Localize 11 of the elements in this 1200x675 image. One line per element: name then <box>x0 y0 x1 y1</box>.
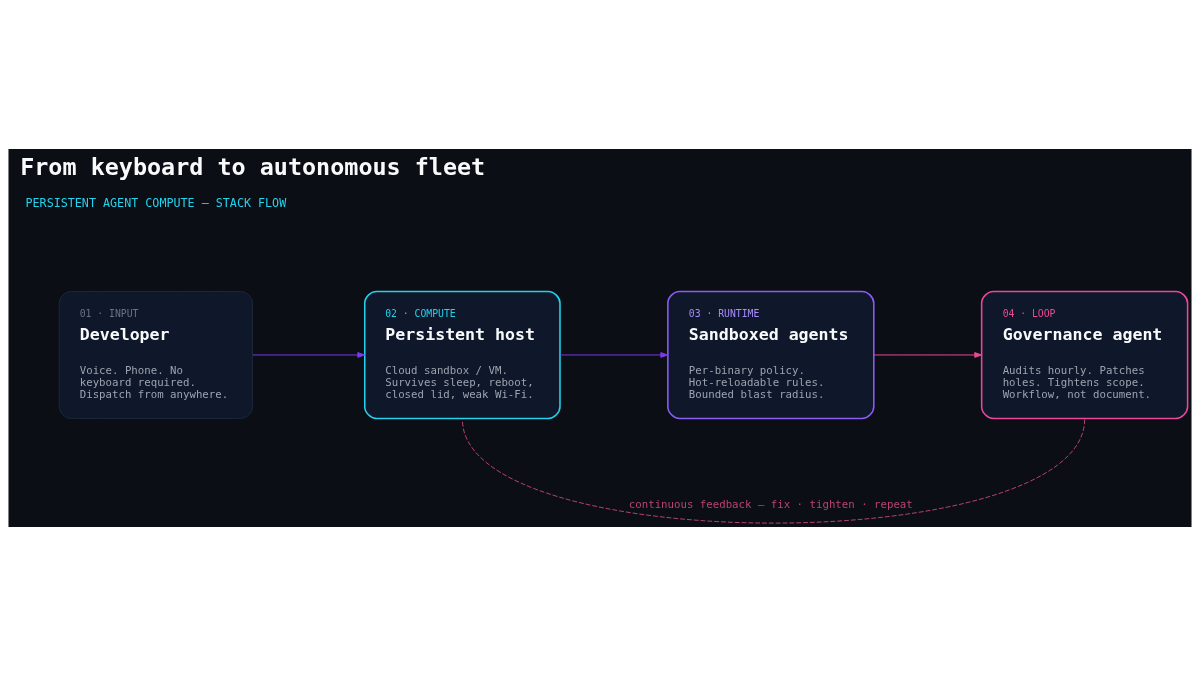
arrow <box>252 351 366 358</box>
node-box: 02 · COMPUTE Persistent host Cloud sandbox / VM. Survives sleep, reboot, closed lid, weak Wi-Fi. <box>364 290 561 419</box>
diagram-title: From keyboard to autonomous fleet <box>20 152 486 181</box>
arrow <box>873 351 983 358</box>
label: PERSISTENT AGENT COMPUTE — STACK FLOW <box>25 195 287 210</box>
node-box: 04 · LOOP Governance agent Audits hourly. Patches holes. Tightens scope. Workflow, not document. <box>980 290 1189 419</box>
connector <box>461 418 1086 524</box>
arrow <box>559 351 669 358</box>
node-box: 01 · INPUT Developer Voice. Phone. No keyboard required. Dispatch from anywhere. <box>58 290 253 419</box>
edge-label: continuous feedback — fix · tighten · repeat <box>628 497 913 511</box>
node-box: 03 · RUNTIME Sandboxed agents Per-binary policy. Hot-reloadable rules. Bounded blast radius. <box>667 290 875 419</box>
